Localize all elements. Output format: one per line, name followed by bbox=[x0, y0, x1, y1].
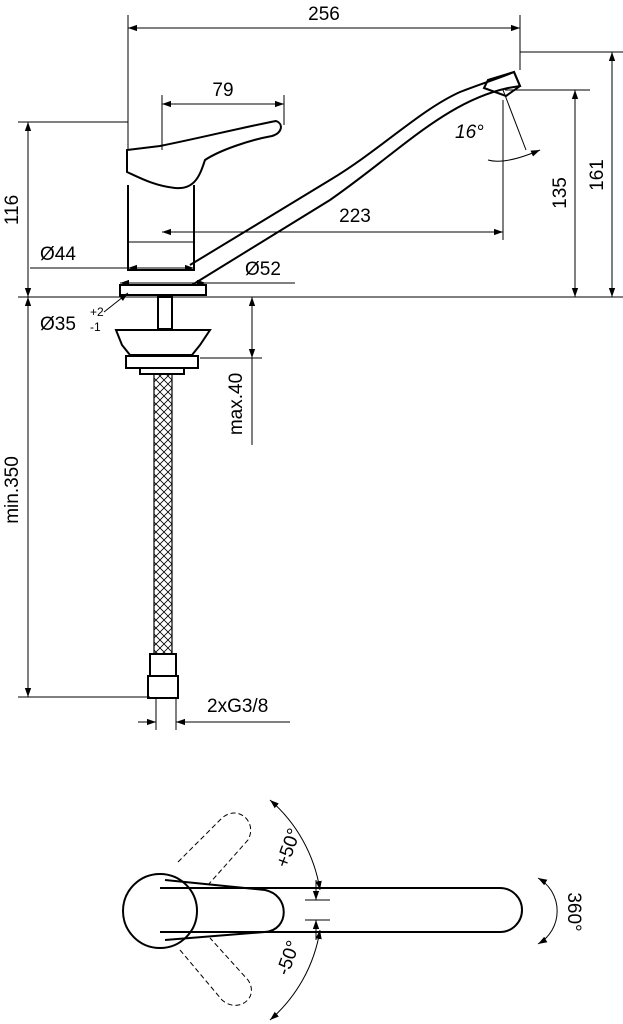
dim-hole-tolerance-plus: +2 bbox=[90, 305, 104, 319]
body-top bbox=[122, 873, 198, 949]
dim-hose-length: min.350 bbox=[2, 456, 23, 524]
mounting-nut bbox=[125, 355, 199, 369]
lever-top bbox=[164, 879, 285, 941]
dim-spout-angle: 16° bbox=[455, 122, 484, 143]
lever-ghost-minus bbox=[179, 937, 252, 1006]
dim-connection: 2xG3/8 bbox=[207, 696, 268, 717]
dim-spout-reach: 223 bbox=[339, 206, 371, 227]
faucet-body bbox=[127, 185, 195, 271]
dim-rotation: 360° bbox=[563, 892, 584, 931]
hose-connector bbox=[147, 675, 179, 699]
top-view: +50° -50° 360° bbox=[122, 799, 584, 1021]
mounting-stud bbox=[157, 296, 173, 330]
dim-lever-length: 79 bbox=[212, 80, 233, 101]
dim-body-diameter: Ø44 bbox=[40, 244, 76, 265]
dim-overall-length: 256 bbox=[308, 4, 340, 25]
dim-hole-tolerance-minus: -1 bbox=[90, 320, 101, 334]
base-plate bbox=[119, 284, 207, 296]
hose-fitting bbox=[149, 653, 177, 677]
dim-total-height: 161 bbox=[587, 159, 608, 191]
lever-ghost-plus bbox=[177, 812, 252, 886]
dim-body-height: 116 bbox=[2, 195, 23, 225]
dim-hole-diameter: Ø35 bbox=[40, 314, 76, 335]
dim-base-diameter: Ø52 bbox=[245, 259, 281, 280]
side-view: 256 79 223 16° 116 135 161 Ø44 Ø52 bbox=[2, 4, 623, 730]
lever-handle bbox=[126, 119, 282, 190]
dim-spout-height: 135 bbox=[550, 177, 571, 209]
mounting-bracket bbox=[114, 329, 212, 356]
dim-lever-minus: -50° bbox=[273, 938, 305, 978]
spout-top bbox=[160, 887, 523, 933]
supply-hose bbox=[153, 373, 173, 655]
dim-lever-plus: +50° bbox=[272, 826, 305, 871]
dim-max-deck-thickness: max.40 bbox=[226, 373, 247, 435]
